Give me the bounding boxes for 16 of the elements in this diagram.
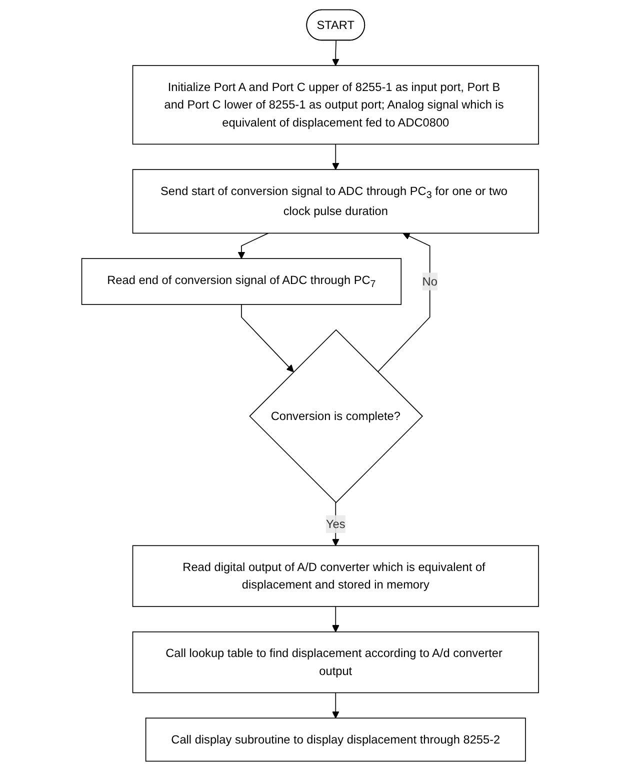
arrow	[240, 304, 294, 372]
node-box: Call display subroutine to display displacement through 8255-2	[145, 718, 526, 762]
edge-label: No	[422, 274, 438, 288]
arrow	[377, 232, 430, 372]
node-box: Call lookup table to find displacement according to A/d converter output	[132, 631, 539, 694]
node-box: Read digital output of A/D converter which is equivalent of displacement and stored in memory	[132, 545, 539, 607]
arrow	[332, 40, 340, 66]
node-diamond: Conversion is complete?	[248, 329, 423, 504]
edge-label: Yes	[326, 516, 346, 530]
node-box: Send start of conversion signal to ADC through PC$_{3}$ for one or two clock pulse duration	[132, 169, 539, 234]
arrow	[332, 144, 340, 170]
arrow	[238, 232, 269, 259]
node-box: Initialize Port A and Port C upper of 8255-1 as input port, Port B and Port C lower of 8255-1 as output port; Analog signal which is equivalent of displacement fed to ADC0800	[132, 65, 539, 145]
node-box: Read end of conversion signal of ADC through PC$_{7}$	[81, 258, 402, 305]
arrow	[332, 606, 340, 632]
arrow	[332, 692, 340, 718]
